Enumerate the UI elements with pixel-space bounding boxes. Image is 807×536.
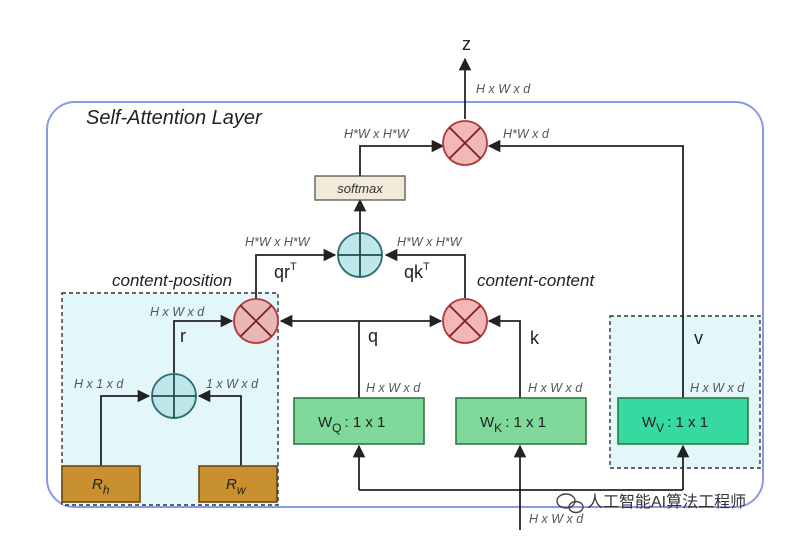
rh-dim-label: H x 1 x d: [74, 377, 124, 391]
softmax-box: softmax: [314, 175, 406, 201]
wk-box: WK: 1 x 1: [455, 397, 587, 445]
svg-text:WV: 1 x 1: WV: 1 x 1: [642, 414, 708, 435]
wk-sub: K: [494, 421, 502, 435]
content-content-label: content-content: [477, 271, 595, 290]
rw-sub: w: [237, 483, 247, 497]
wk-dim-label: H x W x d: [528, 381, 583, 395]
rw-box: Rw: [198, 465, 278, 503]
svg-text:Rh: Rh: [92, 476, 110, 497]
r-label: r: [180, 326, 186, 346]
wv-base: W: [642, 414, 657, 431]
v-in-dim-label: H*W x d: [503, 127, 550, 141]
wk-base: W: [480, 414, 495, 431]
content-position-label: content-position: [112, 271, 232, 290]
wv-rest: : 1 x 1: [667, 414, 708, 431]
svg-text:softmax: softmax: [337, 181, 383, 196]
wv-sub: V: [656, 421, 664, 435]
svg-text:Rw: Rw: [226, 476, 247, 497]
wv-dim-label: H x W x d: [690, 381, 745, 395]
rw-dim-label: 1 x W x d: [206, 377, 259, 391]
qk-label: qkT: [404, 261, 430, 282]
wq-rest: : 1 x 1: [345, 414, 386, 431]
plus-left-dim-label: H*W x H*W: [245, 235, 311, 249]
wv-box: WV: 1 x 1: [617, 397, 749, 445]
wq-base: W: [318, 414, 333, 431]
plus-right-dim-label: H*W x H*W: [397, 235, 463, 249]
rh-box: Rh: [61, 465, 141, 503]
self-attention-layer-frame: [46, 101, 764, 508]
v-label: v: [694, 328, 703, 348]
output-z-label: z: [462, 34, 471, 54]
rw-base: R: [226, 476, 237, 493]
rh-sub: h: [103, 483, 110, 497]
input-dim-label: H x W x d: [529, 512, 584, 526]
logits-sum-node: [337, 232, 383, 278]
softmax-out-dim-label: H*W x H*W: [344, 127, 410, 141]
wq-dim-label: H x W x d: [366, 381, 421, 395]
k-label: k: [530, 328, 540, 348]
svg-text:人工智能AI算法工程师: 人工智能AI算法工程师: [587, 492, 746, 511]
rh-base: R: [92, 476, 103, 493]
wechat-icon: [556, 493, 584, 514]
content-position-multiply-node: [233, 298, 279, 344]
positional-sum-node: [151, 373, 197, 419]
svg-text:WK: 1 x 1: WK: 1 x 1: [480, 414, 546, 435]
qr-label: qrT: [274, 261, 297, 282]
r-dim-label: H x W x d: [150, 305, 205, 319]
wq-sub: Q: [332, 421, 341, 435]
svg-text:WQ: 1 x 1: WQ : 1 x 1: [318, 414, 385, 435]
q-label: q: [368, 326, 378, 346]
content-content-multiply-node: [442, 298, 488, 344]
watermark: 人工智能AI算法工程师: [556, 492, 746, 514]
z-dim-label: H x W x d: [476, 82, 531, 96]
wq-box: WQ : 1 x 1: [293, 397, 425, 445]
wk-rest: : 1 x 1: [505, 414, 546, 431]
layer-title: Self-Attention Layer: [86, 107, 263, 129]
output-multiply-node: [442, 120, 488, 166]
